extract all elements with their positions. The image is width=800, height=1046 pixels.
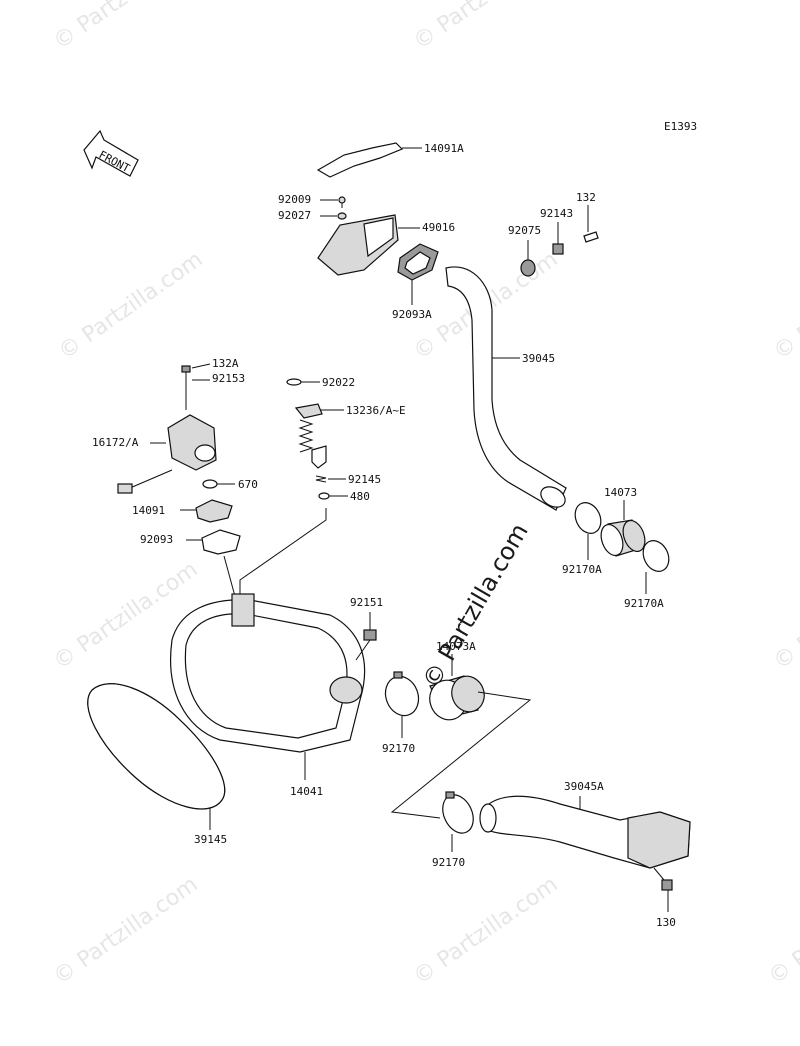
duct-39045a xyxy=(479,795,691,869)
spring-92145 xyxy=(315,475,346,483)
callout-130: 130 xyxy=(656,916,676,929)
callout-39045: 39045 xyxy=(522,352,555,365)
leader-line xyxy=(239,508,327,598)
grommet-92075 xyxy=(520,240,536,277)
oring-670 xyxy=(202,479,235,489)
watermark-text: © Partzilla.com xyxy=(54,247,207,365)
callout-92170-mid: 92170 xyxy=(382,742,415,755)
coupling-14073 xyxy=(600,500,646,557)
actuator-16172 xyxy=(117,414,217,494)
bolt-92151 xyxy=(355,612,377,661)
callout-132: 132 xyxy=(576,191,596,204)
callout-39045a: 39045A xyxy=(564,780,604,793)
callout-670: 670 xyxy=(238,478,258,491)
bolt-132a xyxy=(181,363,211,410)
spring-13236 xyxy=(294,403,344,469)
leader-line xyxy=(390,691,532,819)
washer-92027 xyxy=(320,212,347,220)
cap-14091 xyxy=(180,499,233,523)
clamp-92170 xyxy=(384,671,420,738)
front-arrow: FRONT xyxy=(83,129,139,177)
seal-92093a xyxy=(397,243,439,305)
watermark-text: © Partzilla.com xyxy=(409,0,562,55)
callout-92075: 92075 xyxy=(508,224,541,237)
cover-14041 xyxy=(170,593,366,780)
watermark-text: © Partzilla.com xyxy=(764,872,800,990)
watermark-text: © Partzilla.com xyxy=(769,557,800,675)
watermark-text: © Partzilla.com xyxy=(769,247,800,365)
nut-92143 xyxy=(552,222,564,255)
callout-13236: 13236/A~E xyxy=(346,404,406,417)
duct-39045 xyxy=(445,266,567,511)
callout-92093a: 92093A xyxy=(392,308,432,321)
callout-92153: 92153 xyxy=(212,372,245,385)
clip-92022 xyxy=(286,378,320,386)
belt-39145 xyxy=(87,683,226,830)
clamp-92170-lower xyxy=(442,791,474,852)
coupling-14073a xyxy=(429,654,485,721)
watermark-text: © Partzilla.com xyxy=(49,0,202,55)
callout-92170-lower: 92170 xyxy=(432,856,465,869)
callout-92009: 92009 xyxy=(278,193,311,206)
callout-49016: 49016 xyxy=(422,221,455,234)
watermark-text: © Partzilla.com xyxy=(409,872,562,990)
callout-14073a: 14073A xyxy=(436,640,476,653)
bolt-92009 xyxy=(320,196,346,208)
ring-480 xyxy=(318,492,348,500)
bolt-132 xyxy=(583,205,599,243)
clamp-92170a-right xyxy=(642,540,670,594)
bolt-130 xyxy=(653,867,673,912)
watermark-text: © Partzilla.com xyxy=(49,872,202,990)
callout-92170a-left: 92170A xyxy=(562,563,602,576)
callout-92170a-right: 92170A xyxy=(624,597,664,610)
callout-132a: 132A xyxy=(212,357,239,370)
center-watermark: © Partzilla.com xyxy=(417,519,534,693)
callout-92151: 92151 xyxy=(350,596,383,609)
leader-line xyxy=(223,555,237,601)
cover-14091a xyxy=(316,142,422,178)
clamp-92170a-left xyxy=(574,502,602,560)
duct-49016 xyxy=(317,214,420,276)
callout-92093: 92093 xyxy=(140,533,173,546)
callout-480: 480 xyxy=(350,490,370,503)
callout-14091: 14091 xyxy=(132,504,165,517)
callout-92143: 92143 xyxy=(540,207,573,220)
callout-14091a: 14091A xyxy=(424,142,464,155)
callout-16172: 16172/A xyxy=(92,436,139,449)
diagram-code: E1393 xyxy=(664,120,697,133)
gasket-92093 xyxy=(186,529,241,555)
callout-14041: 14041 xyxy=(290,785,323,798)
callout-92027: 92027 xyxy=(278,209,311,222)
callout-92145: 92145 xyxy=(348,473,381,486)
callout-92022: 92022 xyxy=(322,376,355,389)
callout-39145: 39145 xyxy=(194,833,227,846)
callout-14073: 14073 xyxy=(604,486,637,499)
